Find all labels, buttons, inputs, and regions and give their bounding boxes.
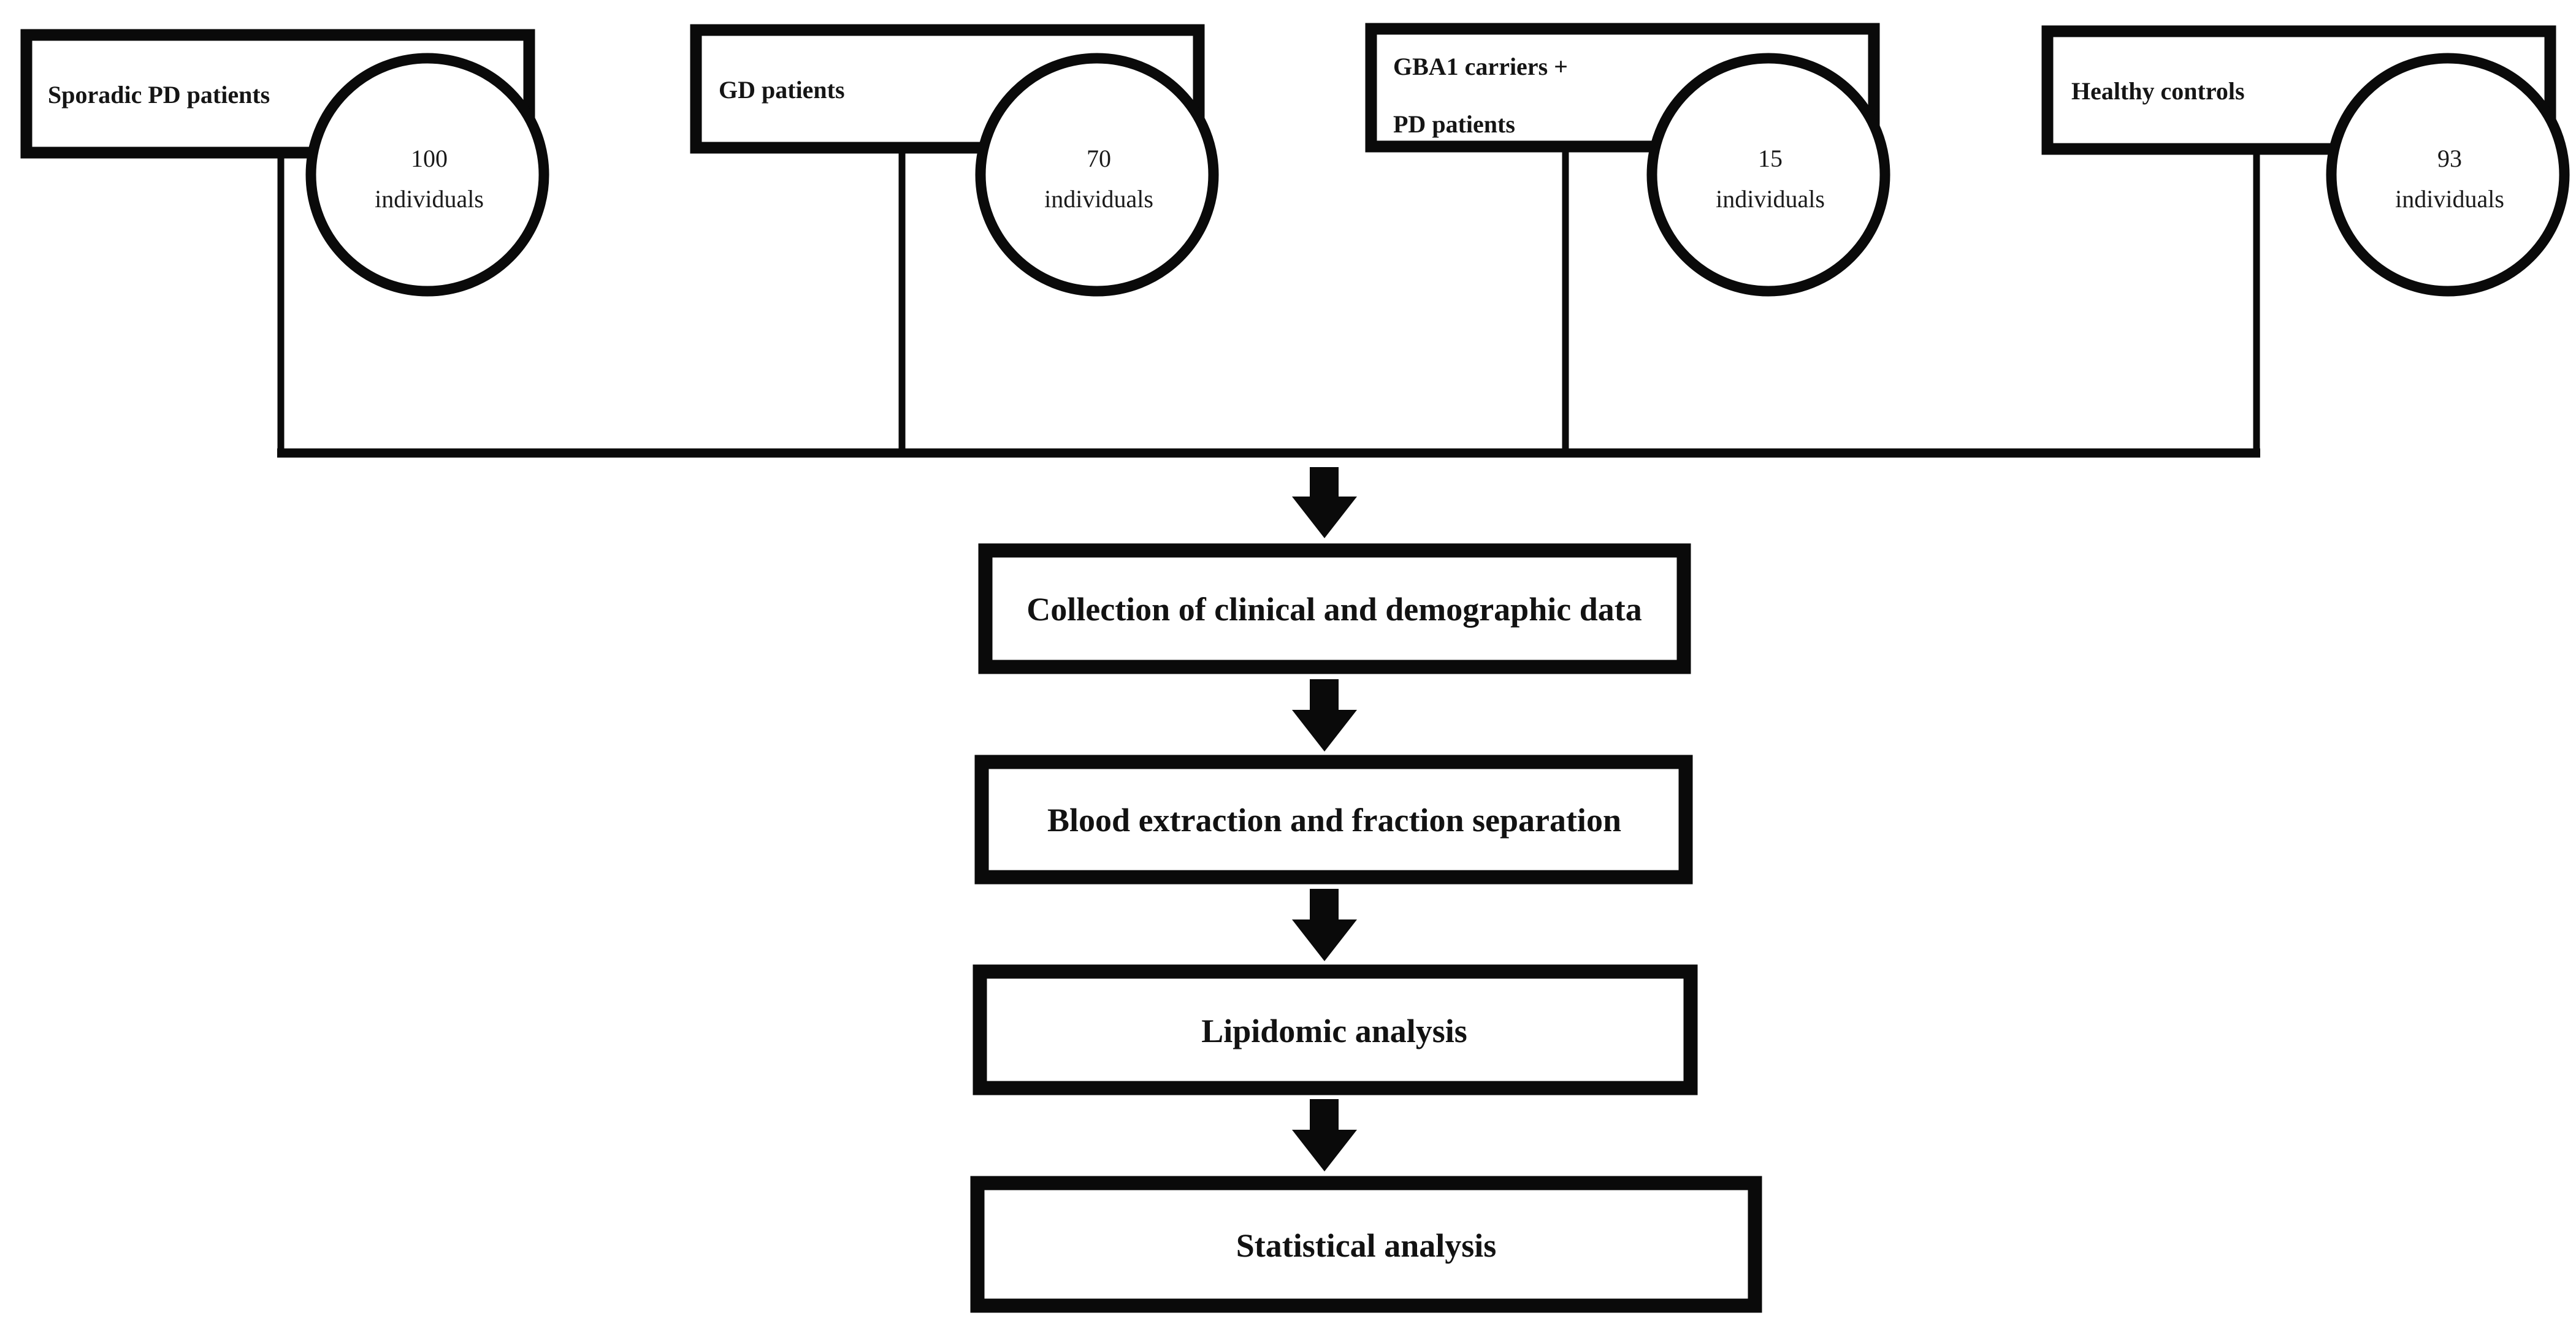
- process-box-3[interactable]: [973, 964, 1698, 1095]
- process-step-1[interactable]: Collection of clinical and demographic d…: [978, 543, 1691, 674]
- cohort-label-4: Healthy controls: [2071, 77, 2245, 105]
- process-label-1: Collection of clinical and demographic d…: [1026, 591, 1642, 628]
- cohort-group-4[interactable]: Healthy controls 93 individuals: [2041, 25, 2570, 453]
- cohort-circle-3[interactable]: [1646, 53, 1890, 297]
- cohort-count-1: 100: [411, 145, 448, 172]
- cohort-group-1[interactable]: Sporadic PD patients 100 individuals: [20, 29, 549, 453]
- down-arrow-2: [1292, 679, 1357, 752]
- cohort-count-4: 93: [2437, 145, 2462, 172]
- down-arrow-1: [1292, 467, 1357, 538]
- cohort-unit-2: individuals: [1044, 185, 1153, 213]
- cohort-label-3-line1: GBA1 carriers +: [1393, 53, 1568, 80]
- cohort-label-3-line2: PD patients: [1393, 110, 1515, 138]
- cohort-label-1: Sporadic PD patients: [48, 81, 270, 108]
- process-box-4[interactable]: [970, 1176, 1762, 1313]
- cohort-circle-1[interactable]: [305, 53, 549, 297]
- cohort-group-3[interactable]: GBA1 carriers + PD patients 15 individua…: [1365, 23, 1890, 453]
- process-box-1[interactable]: [978, 543, 1691, 674]
- cohort-unit-1: individuals: [375, 185, 484, 213]
- process-step-3[interactable]: Lipidomic analysis: [973, 964, 1698, 1095]
- cohort-count-3: 15: [1758, 145, 1783, 172]
- process-step-2[interactable]: Blood extraction and fraction separation: [974, 755, 1693, 885]
- cohort-circle-4[interactable]: [2326, 53, 2570, 297]
- process-step-4[interactable]: Statistical analysis: [970, 1176, 1762, 1313]
- process-label-3: Lipidomic analysis: [1201, 1013, 1467, 1049]
- cohort-count-2: 70: [1087, 145, 1111, 172]
- down-arrow-3: [1292, 889, 1357, 961]
- process-box-2[interactable]: [974, 755, 1693, 885]
- cohort-group-2[interactable]: GD patients 70 individuals: [690, 24, 1219, 453]
- cohort-unit-3: individuals: [1716, 185, 1825, 213]
- cohort-circle-2[interactable]: [975, 53, 1219, 297]
- cohort-label-2: GD patients: [719, 76, 845, 104]
- down-arrow-4: [1292, 1099, 1357, 1171]
- cohort-unit-4: individuals: [2395, 185, 2504, 213]
- process-label-2: Blood extraction and fraction separation: [1047, 802, 1621, 839]
- process-label-4: Statistical analysis: [1236, 1227, 1497, 1264]
